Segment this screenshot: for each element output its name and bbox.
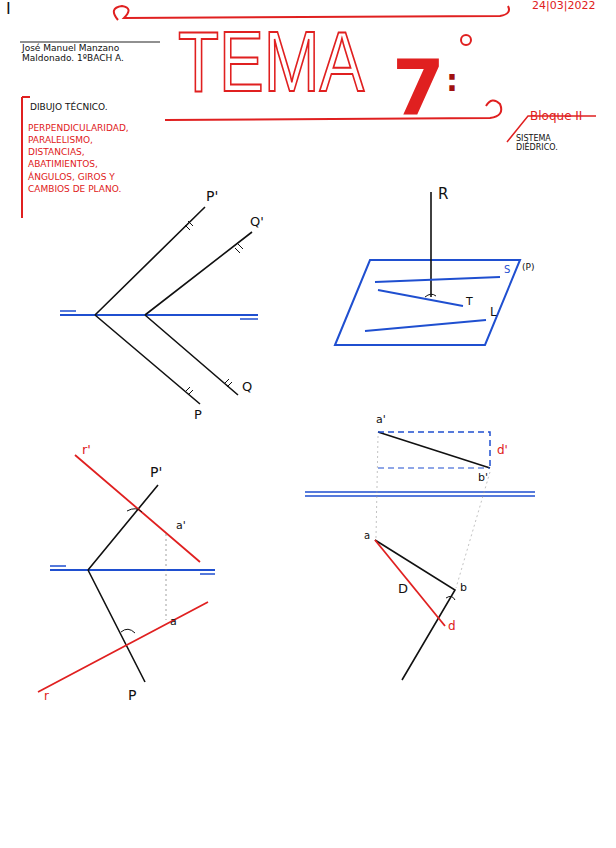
system: SISTEMA DIÉDRICO.: [516, 134, 586, 152]
topic-colon: :: [446, 66, 458, 96]
point-label: b: [460, 582, 467, 595]
page-number: I: [6, 0, 11, 18]
line-label: T: [466, 296, 473, 309]
line-label: S: [504, 264, 510, 276]
page-title: TEMA: [178, 18, 364, 104]
line-label: L: [490, 306, 497, 320]
plane-label: (P): [522, 262, 534, 272]
point-label: a': [376, 414, 386, 427]
point-label: a: [170, 616, 177, 629]
distance-label: d: [448, 620, 456, 634]
contents: PERPENDICULARIDAD, PARALELISMO, DISTANCI…: [28, 122, 128, 195]
subject: DIBUJO TÉCNICO.: [30, 102, 108, 112]
author: José Manuel Manzano Maldonado. 1ºBACH A.: [22, 43, 162, 64]
point-label: Q': [250, 215, 264, 230]
distance-label: D: [398, 582, 408, 597]
point-label: P: [194, 408, 202, 423]
distance-label: d': [497, 444, 508, 458]
line-label: r: [44, 690, 49, 704]
topic-number: 7: [392, 50, 445, 126]
point-label: P': [150, 464, 162, 480]
date: 24|03|2022: [532, 0, 595, 13]
point-label: b': [478, 472, 488, 485]
point-label: P': [206, 188, 218, 204]
block: Bloque II: [530, 110, 582, 124]
point-label: a': [176, 520, 186, 533]
point-label: P: [128, 687, 136, 703]
point-label: Q: [242, 380, 252, 395]
line-label: R: [438, 186, 448, 203]
point-label: a: [364, 530, 370, 542]
line-label: r': [82, 443, 91, 458]
